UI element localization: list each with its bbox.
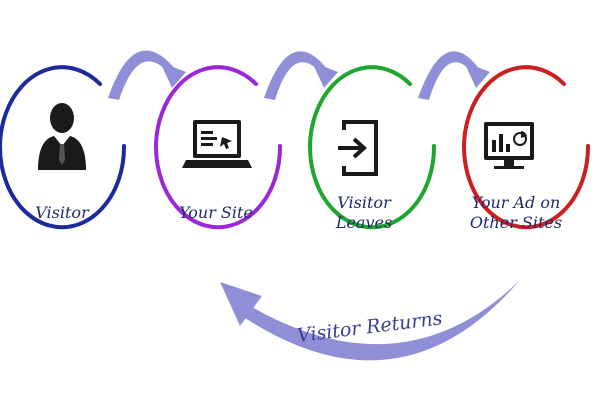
label-visitor-leaves-line1: Visitor: [337, 193, 392, 212]
circle-your-site: [154, 65, 283, 230]
arrowhead-visitor-to-site: [160, 62, 186, 88]
arrowhead-site-to-leaves: [312, 62, 338, 88]
return-arrow: [220, 280, 520, 361]
label-your-ad-line2: Other Sites: [470, 213, 562, 232]
arrow-visitor-to-site: [108, 50, 176, 100]
label-your-ad-line1: Your Ad on: [472, 193, 561, 212]
arrowhead-leaves-to-ad: [464, 62, 490, 88]
label-your-site: Your Site: [179, 203, 253, 222]
circle-visitor-leaves: [308, 65, 437, 230]
arrow-site-to-leaves: [264, 51, 328, 100]
circle-visitor: [0, 65, 127, 230]
exit-icon: [338, 120, 378, 176]
monitor-chart-icon: [484, 122, 534, 169]
person-icon: [38, 103, 86, 170]
step-your-ad: [462, 65, 591, 230]
step-visitor-leaves: [308, 65, 437, 230]
circle-your-ad: [462, 65, 591, 230]
step-your-site: [154, 65, 283, 230]
return-arrowhead: [220, 282, 262, 326]
top-arrows: [108, 50, 490, 100]
label-visitor-leaves-line2: Leaves: [335, 213, 392, 232]
laptop-icon: [182, 120, 252, 168]
arrow-leaves-to-ad: [418, 51, 480, 100]
label-visitor: Visitor: [35, 203, 90, 222]
step-visitor: [0, 65, 127, 230]
return-arrow-body-thick: [242, 280, 520, 361]
